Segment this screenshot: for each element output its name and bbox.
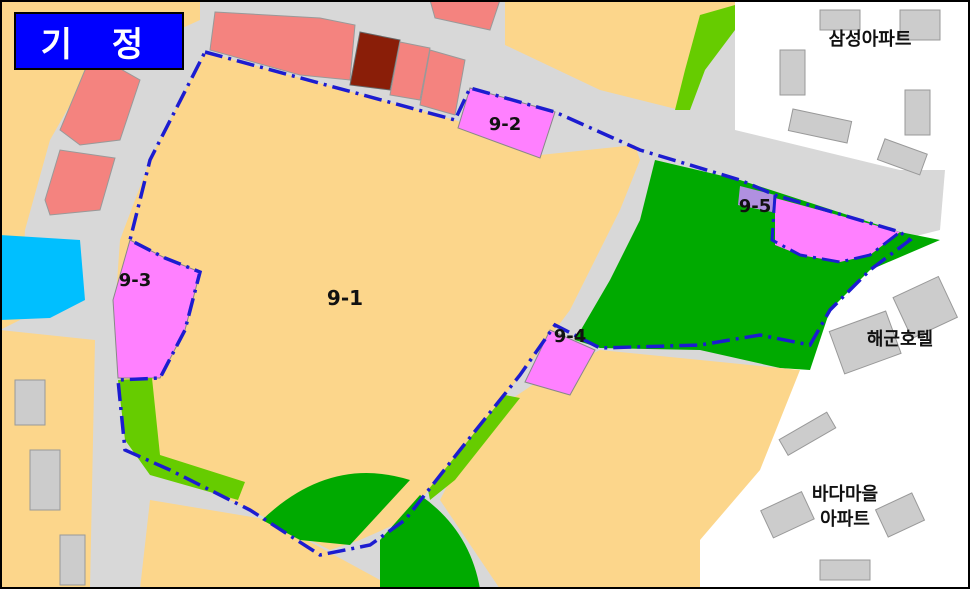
green-buffer-left (118, 378, 245, 500)
park-right (575, 160, 940, 370)
commercial-block-dark (349, 31, 401, 91)
parcel-label-9-5: 9-5 (739, 196, 772, 217)
parcel-label-9-1: 9-1 (327, 286, 363, 310)
commercial-block (209, 11, 356, 81)
residential-block-lower-center (440, 350, 800, 589)
buildings (14, 9, 959, 586)
park-bottom-center (380, 495, 480, 589)
water-body (0, 235, 85, 320)
parcel-label-9-3: 9-3 (119, 270, 152, 291)
parcel-9-4 (524, 329, 596, 396)
parcel-boundary-9-5 (770, 194, 901, 264)
plan-boundary (116, 49, 913, 557)
parcel-9-5-small (738, 186, 775, 212)
commercial-block (419, 49, 466, 116)
commercial-block (59, 59, 141, 146)
green-buffer-top (675, 5, 735, 110)
green-buffer-center (428, 395, 520, 500)
residential-block-bottom-left (140, 500, 380, 589)
commercial-block (429, 0, 501, 31)
parcel-label-9-2: 9-2 (489, 114, 522, 135)
parcel-label-9-4: 9-4 (554, 326, 587, 347)
commercial-block (44, 149, 116, 216)
parcel-9-2 (457, 87, 556, 159)
place-label-badamaeul-line2: 아파트 (820, 509, 870, 530)
commercial-block (389, 41, 431, 101)
place-label-badamaeul-line1: 바다마을 (812, 484, 878, 505)
park-bottom-left (262, 473, 410, 545)
residential-block-left (0, 0, 200, 330)
place-label-haegun-hotel: 해군호텔 (867, 329, 933, 350)
residential-block-top (505, 0, 735, 110)
title-badge: 기 정 (14, 12, 184, 70)
parcel-9-5 (775, 198, 900, 262)
parcel-9-1 (115, 52, 640, 550)
place-label-samsung-apt: 삼성아파트 (829, 29, 912, 50)
